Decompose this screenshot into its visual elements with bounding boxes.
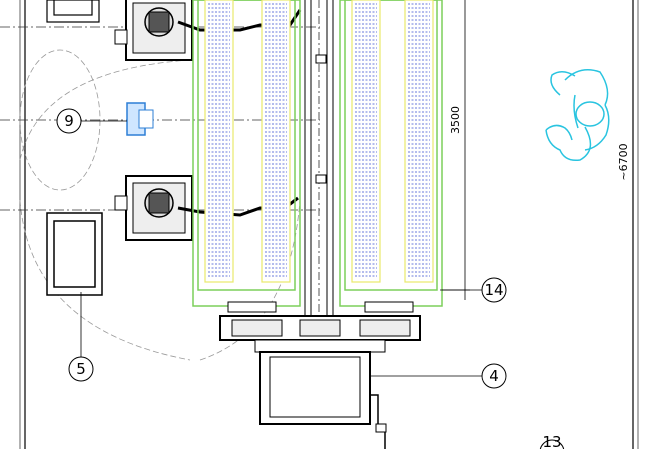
rack-column — [204, 0, 234, 283]
dim-3500 — [440, 0, 470, 300]
robot-upper — [114, 0, 302, 61]
cabinet-top — [46, 0, 100, 23]
callout-14-label: 14 — [484, 281, 503, 299]
cabinet-5 — [46, 212, 103, 296]
callout-5: 5 — [68, 356, 94, 382]
center-rails — [304, 0, 334, 320]
robot-lower — [114, 175, 299, 241]
leaders — [80, 120, 482, 377]
dimension-overall-width: ~6700 — [617, 143, 630, 180]
rack-columns — [204, 0, 434, 283]
callout-4-label: 4 — [489, 367, 499, 385]
rack-column — [261, 0, 291, 283]
callout-14: 14 — [481, 277, 507, 303]
rack-column — [404, 0, 434, 283]
base-box-4 — [259, 351, 387, 449]
callout-9: 9 — [56, 108, 82, 134]
human-operator-icon — [545, 69, 610, 162]
dimension-3500: 3500 — [449, 106, 462, 134]
scanner-icon — [126, 102, 154, 136]
outer-walls — [19, 0, 639, 449]
callout-13: 13 — [539, 433, 565, 449]
callout-13-label: 13 — [542, 433, 561, 449]
cross-beam — [219, 301, 421, 353]
callout-5-label: 5 — [76, 360, 86, 378]
callout-4: 4 — [481, 363, 507, 389]
rack-column — [351, 0, 381, 283]
callout-9-label: 9 — [64, 112, 74, 130]
